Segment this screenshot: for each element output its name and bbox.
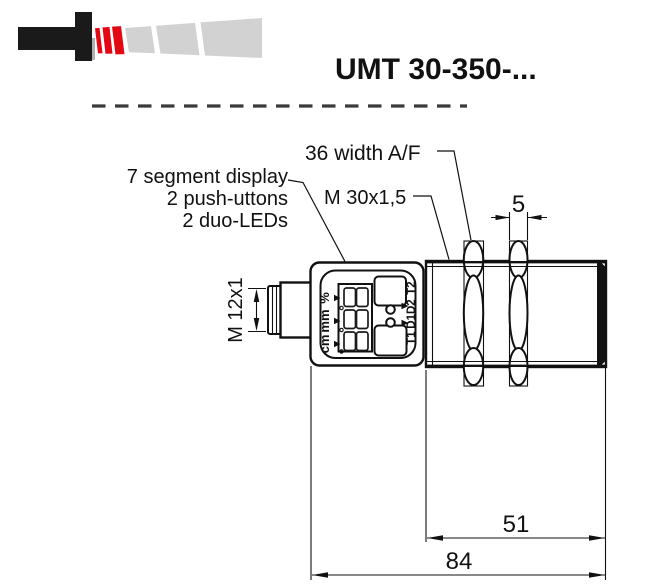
digit-loop	[355, 287, 369, 308]
digit-loop	[355, 309, 369, 330]
callout-body-thread: M 30x1,5	[324, 187, 406, 209]
dim-arrow-left-icon	[427, 535, 443, 541]
nut-facet	[462, 274, 485, 352]
dimension-total-length: 84	[310, 366, 607, 580]
dim-arrow-left-icon	[312, 572, 328, 578]
duo-led	[385, 304, 396, 315]
sensor-head-shadow	[92, 38, 95, 60]
dim-value-84: 84	[446, 548, 473, 575]
product-title: UMT 30-350-...	[335, 53, 537, 86]
leader-line-display	[287, 179, 346, 262]
io-label-t1: T1	[406, 331, 418, 345]
duo-led	[385, 317, 396, 328]
beam-gray-segment-icon	[200, 18, 262, 58]
m12-arrow-up	[253, 289, 260, 302]
io-chevron-icon	[401, 302, 409, 310]
dim-arrow-right-icon	[589, 535, 605, 541]
unit-label-mm: mm	[317, 309, 332, 332]
unit-pointer-icon	[334, 340, 341, 348]
dimension-nut-width: 5	[491, 191, 547, 240]
beam-red-band-icon	[95, 27, 103, 54]
hex-nut-2	[508, 240, 529, 387]
sensor-head-bar	[75, 12, 92, 61]
nut-facet	[462, 240, 485, 279]
unit-label-percent: %	[317, 292, 332, 304]
beam-red-band-icon	[102, 27, 113, 54]
push-button-top	[373, 275, 407, 307]
threaded-barrel	[424, 240, 608, 387]
unit-label-cm: cm	[317, 335, 332, 354]
dim-arrow-right-icon	[589, 572, 605, 578]
callout-width-af: 36 width A/F	[305, 142, 421, 165]
leader-line-36af	[437, 150, 472, 241]
m12-arrow-down	[253, 318, 260, 331]
dimension-thread-length: 51	[425, 370, 605, 542]
decimal-point	[339, 349, 344, 354]
leader-line-m30	[413, 195, 450, 260]
io-chevron-icon	[401, 319, 409, 327]
callout-push-buttons: 2 push-uttons	[167, 188, 288, 210]
callout-duo-leds: 2 duo-LEDs	[182, 210, 288, 232]
transducer-face	[597, 262, 606, 366]
dim-value-5: 5	[512, 191, 525, 218]
callout-connector-thread: M 12x1	[225, 277, 247, 343]
digit-loop	[343, 309, 357, 330]
push-button-bottom	[373, 324, 408, 357]
decimal-point	[339, 327, 344, 333]
connector-body	[279, 281, 313, 339]
callout-7-segment-display: 7 segment display	[127, 166, 288, 188]
beam-red-band-icon	[112, 26, 125, 55]
dim-arrow-left-icon	[527, 214, 542, 221]
unit-pointer-icon	[334, 294, 341, 302]
sensor-body-bar	[18, 27, 77, 50]
decimal-point	[339, 305, 344, 311]
beam-gray-segment-icon	[156, 22, 200, 56]
unit-pointer-icon	[334, 317, 341, 325]
m12-connector	[248, 281, 313, 339]
digit-loop	[343, 287, 357, 308]
io-label-d1d2: D1D2	[406, 299, 418, 328]
digit-loop	[355, 331, 369, 352]
dim-value-51: 51	[503, 511, 530, 538]
nut-facet	[508, 240, 529, 279]
connector-ring	[267, 285, 282, 335]
beam-gray-segment-icon	[125, 26, 155, 54]
ultrasonic-sensor-icon	[18, 12, 262, 61]
nut-facet	[508, 274, 529, 352]
digit-loop	[343, 331, 357, 352]
io-label-t2: T2	[406, 281, 418, 294]
dim-arrow-right-icon	[495, 214, 510, 221]
seven-segment-digits	[339, 287, 369, 354]
sensor-head: % mm cm T1 D1D2 T2	[309, 261, 425, 367]
